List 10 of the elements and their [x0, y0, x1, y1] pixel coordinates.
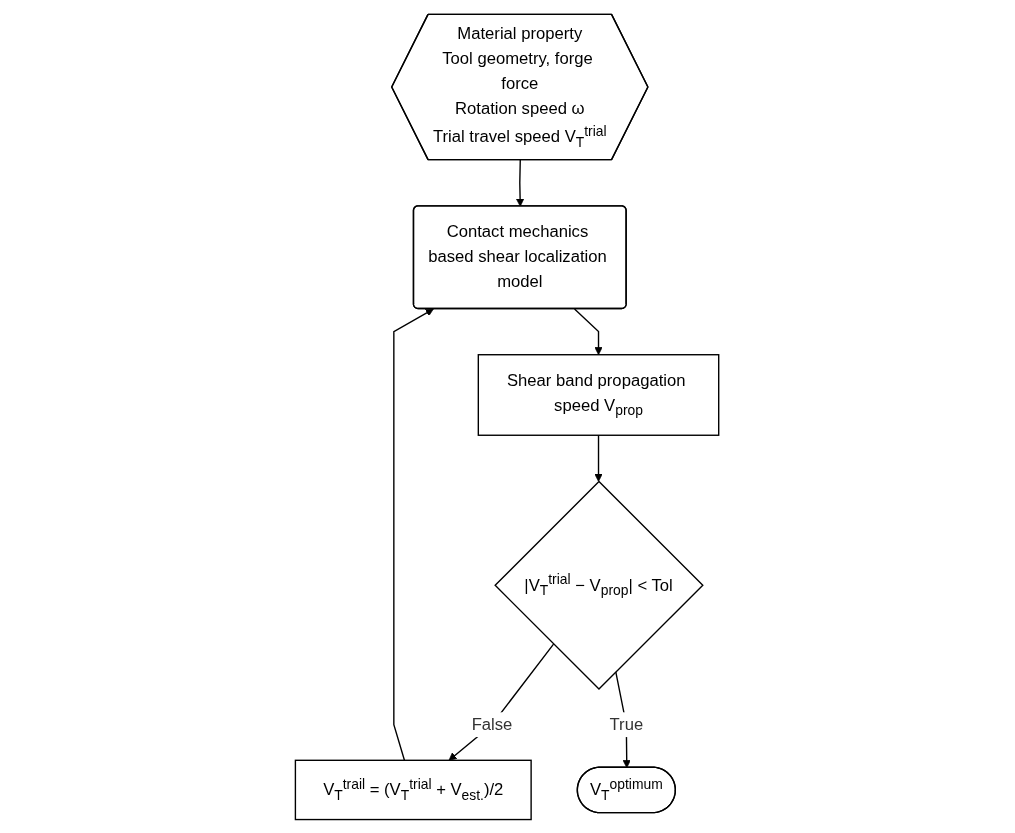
arrow	[449, 642, 555, 761]
node-diamond: |V$_{T}$$^{trial}$ − V$_{prop}$| < Tol	[494, 480, 705, 690]
arrow	[594, 434, 603, 482]
node-box: V$_{T}$$^{trail}$ = (V$_{T}$$^{trial}$ + V$_{est.}$)/2	[295, 759, 533, 820]
arrow	[574, 307, 603, 355]
edge-label: True	[609, 714, 644, 733]
arrow	[393, 308, 435, 761]
edge-label: False	[472, 714, 513, 733]
arrow	[516, 158, 525, 207]
node-box: Shear band propagation speed V$_{prop}$	[478, 353, 720, 436]
